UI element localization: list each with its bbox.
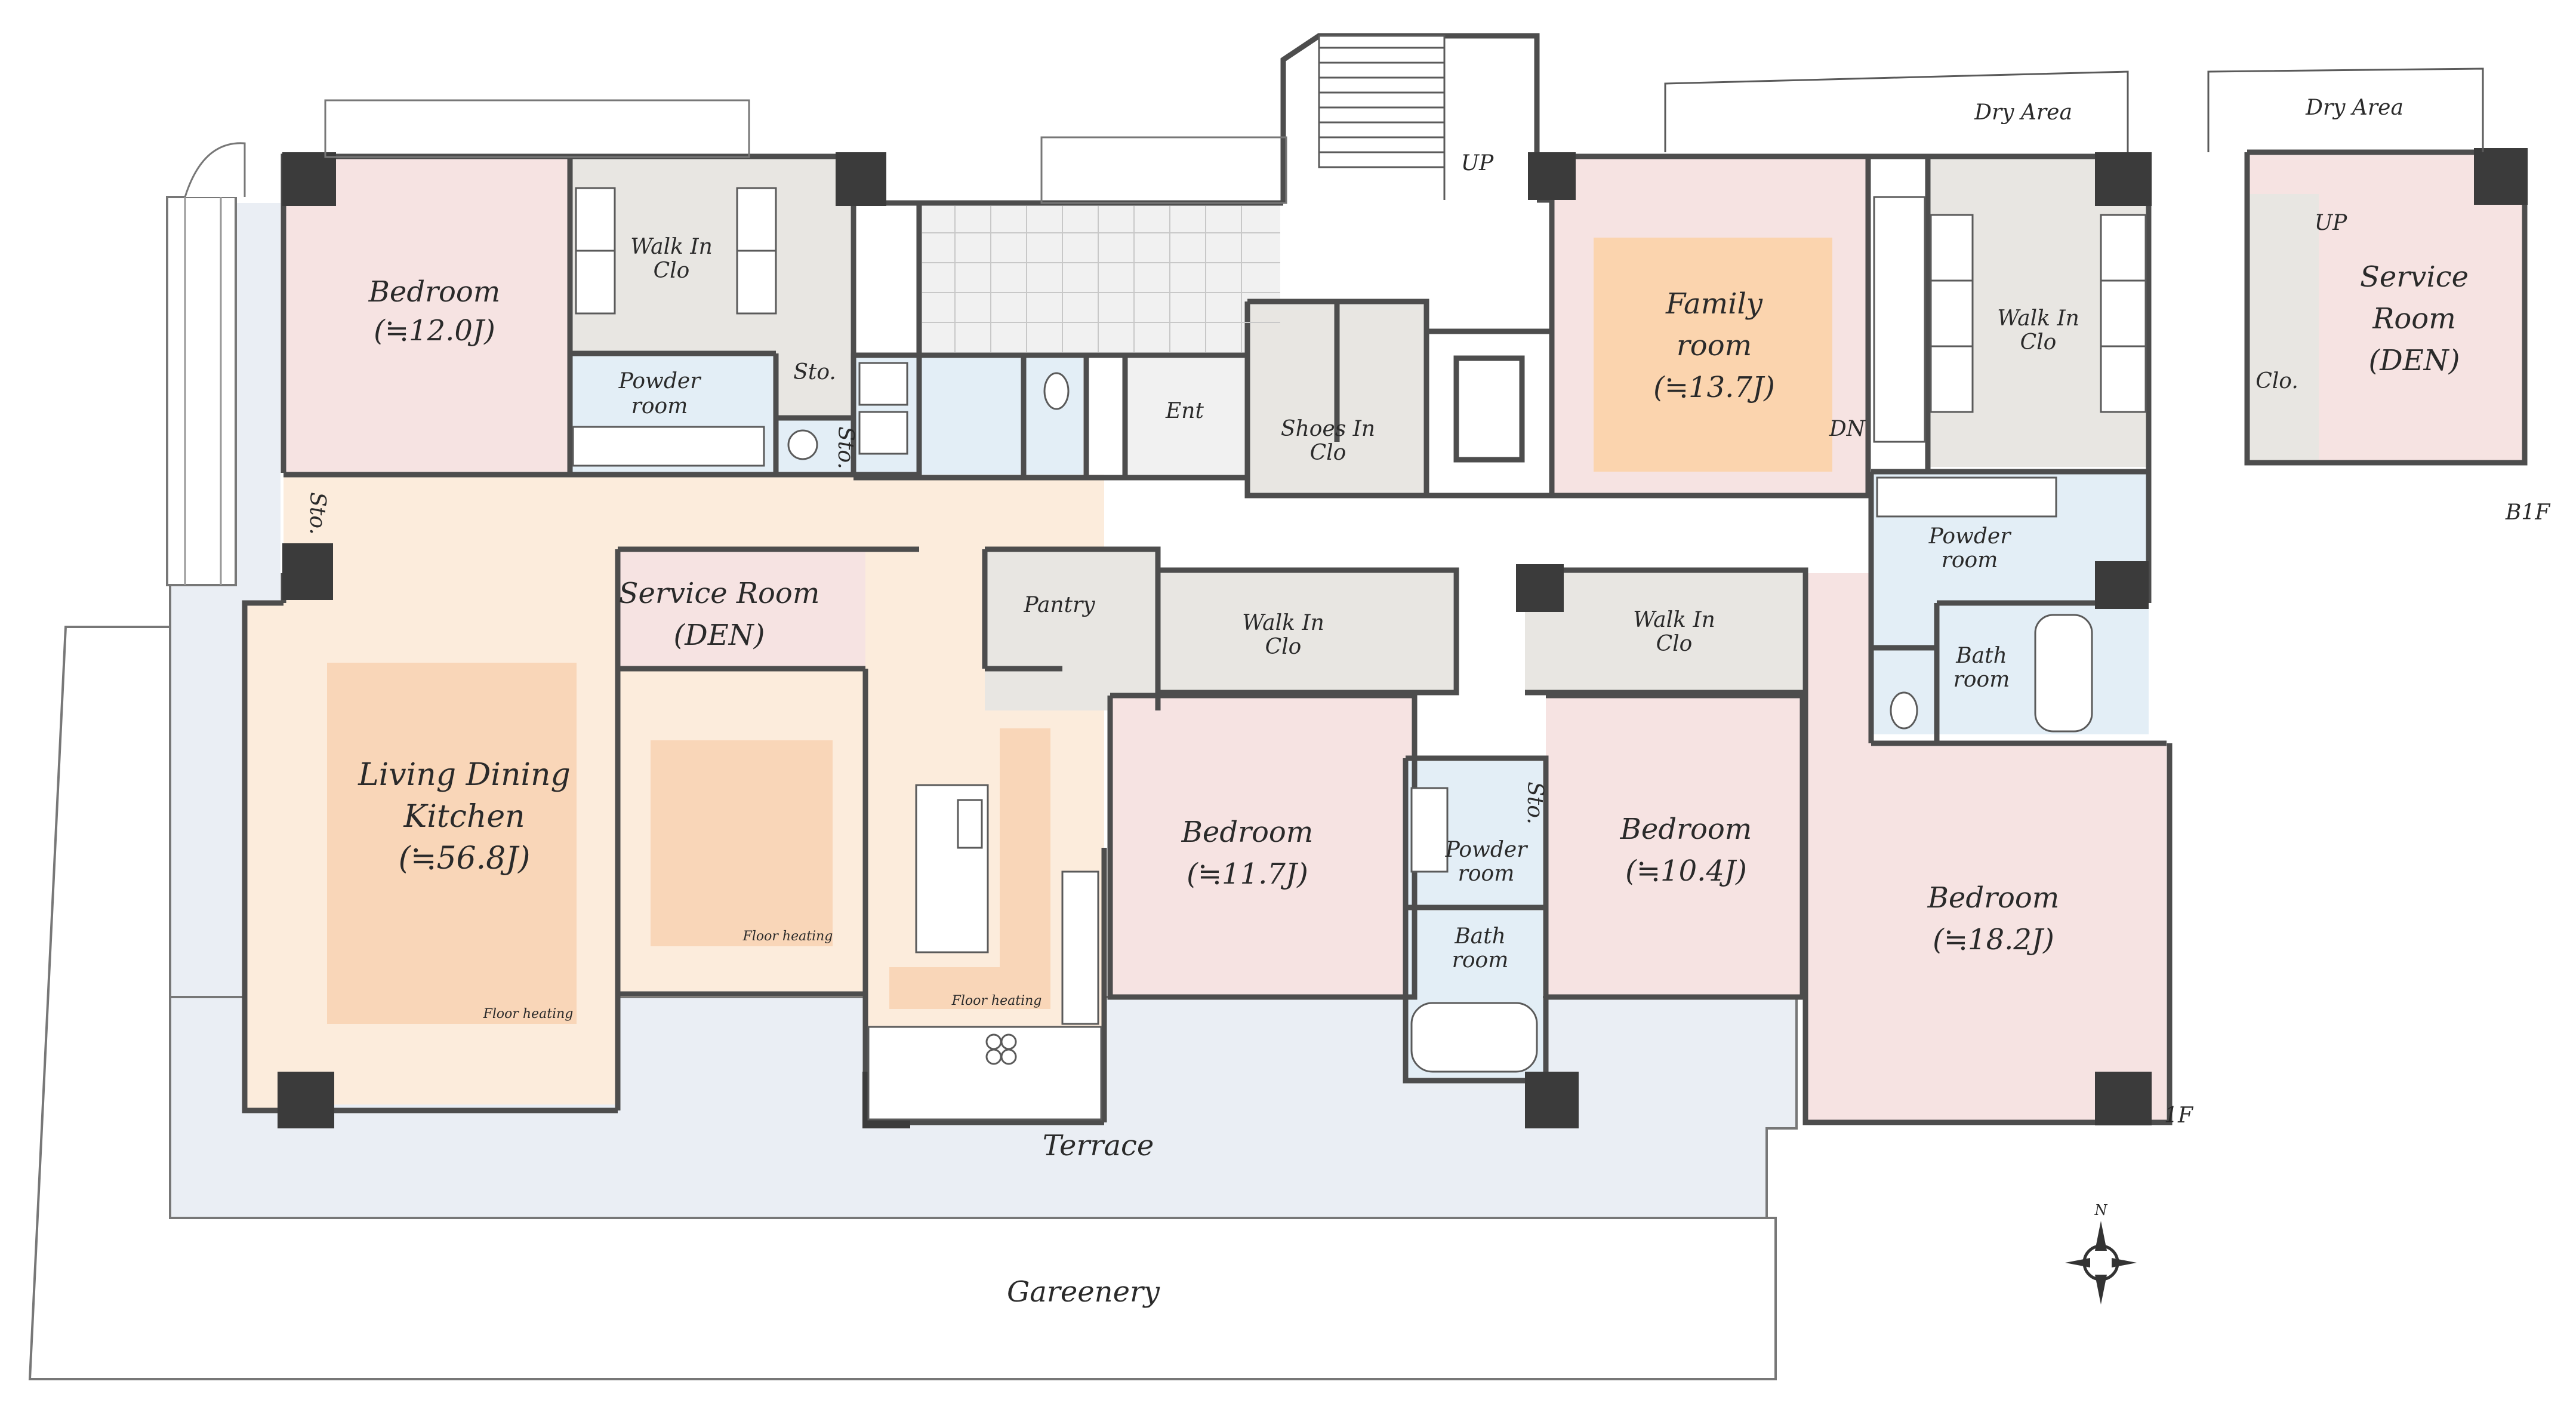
label-bath-mid-1: Bath	[1454, 924, 1506, 949]
label-shoes-2: Clo	[1310, 441, 1346, 465]
label-walkin-ne-2: Clo	[2020, 330, 2057, 355]
room-bedroom-mid2	[1546, 696, 1802, 997]
label-floor-heating-3: Floor heating	[951, 993, 1042, 1008]
ldk-heat	[327, 663, 577, 1024]
label-walkin-ne-1: Walk In	[1997, 306, 2079, 331]
label-sto-nw: Sto.	[793, 360, 836, 384]
b1-stairs	[2247, 194, 2319, 463]
label-floor-b1f: B1F	[2505, 500, 2551, 525]
walls	[242, 33, 2528, 1125]
label-powder-nw-2: room	[631, 394, 688, 419]
mid-heat	[651, 740, 833, 946]
label-b1-den-2: Room	[2372, 302, 2455, 336]
kitchen-heat	[889, 728, 1050, 1009]
label-bath-ne-2: room	[1953, 667, 2010, 692]
label-floor-1f: 1F	[2164, 1103, 2194, 1128]
room-sto-nw	[776, 353, 853, 419]
label-b1-clo: Clo.	[2255, 369, 2298, 393]
room-pantry	[985, 549, 1158, 710]
room-bedroom-mid	[1110, 696, 1415, 997]
area-bedroom-mid2: (≒10.4J)	[1625, 854, 1747, 888]
label-powder-nw-1: Powder	[618, 369, 702, 393]
west-deck	[166, 142, 246, 586]
fixtures	[572, 187, 2147, 1121]
label-sto-west: Sto.	[305, 492, 329, 535]
label-family-2: room	[1677, 329, 1752, 362]
label-ent: Ent	[1165, 399, 1204, 423]
label-walkin-mid-2: Clo	[1265, 635, 1302, 659]
entrance-tile-grid	[922, 206, 1280, 352]
label-stairs-up: UP	[1461, 151, 1494, 176]
stair-treads	[1318, 35, 1446, 200]
label-powder-mid-2: room	[1458, 862, 1515, 886]
label-powder-mid-1: Powder	[1445, 838, 1529, 862]
family-heat	[1594, 238, 1832, 472]
label-bedroom-nw: Bedroom	[368, 275, 501, 309]
room-labels: Bedroom (≒12.0J) Walk In Clo Powder room…	[305, 96, 2551, 1309]
label-floor-heating-2: Floor heating	[742, 929, 833, 944]
north-balcony-2	[1040, 136, 1287, 204]
label-b1-up: UP	[2315, 211, 2347, 235]
compass-north: N	[2094, 1202, 2108, 1219]
label-sto-mid: Sto.	[1523, 782, 1547, 824]
label-bath-mid-2: room	[1452, 948, 1509, 973]
area-bedroom-mid: (≒11.7J)	[1187, 857, 1308, 891]
room-walkin-nw	[570, 156, 851, 353]
label-dry-area-2: Dry Area	[2305, 96, 2404, 120]
dry-area-outlines	[1664, 67, 2484, 152]
label-ldk-1: Living Dining	[358, 757, 571, 793]
room-bedroom-se	[1805, 573, 2167, 1122]
room-bedroom-nw	[284, 156, 570, 473]
room-walkin-mid	[1158, 570, 1453, 693]
label-b1-den-3: (DEN)	[2369, 344, 2460, 377]
label-powder-ne-1: Powder	[1928, 524, 2012, 549]
room-ent	[1125, 357, 1247, 476]
label-walkin-nw-1: Walk In	[630, 235, 713, 259]
label-walkin-nw-2: Clo	[654, 259, 690, 283]
compass-icon: N	[2065, 1202, 2137, 1305]
label-walkin-mid-1: Walk In	[1242, 611, 1324, 635]
label-pantry: Pantry	[1023, 593, 1095, 617]
label-ldk-2: Kitchen	[403, 799, 525, 835]
label-dry-area-1: Dry Area	[1974, 100, 2072, 125]
label-b1-den-1: Service	[2360, 260, 2469, 294]
label-bedroom-se: Bedroom	[1927, 881, 2060, 915]
area-ldk: (≒56.8J)	[399, 841, 531, 876]
label-bedroom-mid: Bedroom	[1181, 816, 1314, 849]
area-bedroom-nw: (≒12.0J)	[374, 314, 495, 347]
label-bedroom-mid2: Bedroom	[1620, 813, 1752, 846]
room-walkin-right	[1525, 570, 1802, 693]
label-service-den-2: (DEN)	[674, 619, 765, 652]
north-balcony	[324, 99, 750, 158]
label-walkin-right-1: Walk In	[1633, 608, 1715, 632]
label-service-den-1: Service Room	[619, 577, 820, 610]
label-greenery: Gareenery	[1007, 1275, 1160, 1309]
area-bedroom-se: (≒18.2J)	[1933, 923, 2054, 956]
label-bath-ne-1: Bath	[1955, 644, 2007, 668]
label-terrace: Terrace	[1043, 1129, 1154, 1162]
label-family-1: Family	[1665, 287, 1763, 321]
area-family: (≒13.7J)	[1653, 371, 1775, 404]
label-shoes-1: Shoes In	[1281, 417, 1375, 441]
label-sto-nw2: Sto.	[833, 426, 858, 469]
label-walkin-right-2: Clo	[1656, 632, 1693, 656]
label-powder-ne-2: room	[1942, 548, 1998, 573]
label-floor-heating-1: Floor heating	[483, 1007, 574, 1022]
label-dn: DN	[1829, 417, 1866, 441]
